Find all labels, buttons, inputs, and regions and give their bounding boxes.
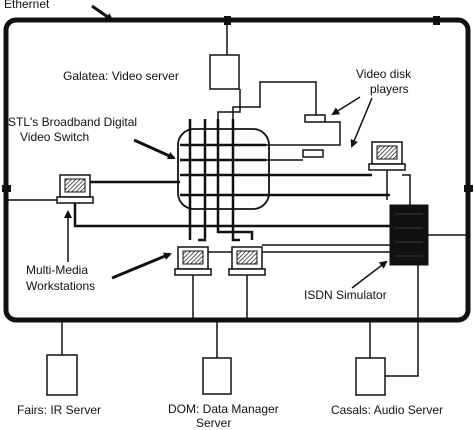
audio-isdn-link [385, 265, 419, 377]
video-disk-player-2 [302, 149, 324, 158]
isdn-simulator-label: ISDN Simulator [304, 288, 387, 302]
disk-player-arrow-1 [331, 96, 361, 116]
video-server-label: Galatea: Video server [63, 69, 179, 83]
video-disk-player-1 [304, 114, 326, 123]
ir-server-box [46, 354, 78, 396]
workstation-left [56, 174, 94, 204]
audio-server-box [355, 357, 386, 396]
workstation-right [368, 141, 406, 171]
ethernet-label: Ethernet [4, 0, 50, 11]
video-switch-box [177, 128, 270, 210]
disk-player-arrow-2 [350, 97, 373, 148]
video-links [73, 81, 411, 253]
video-disk-players-label-2: players [370, 82, 409, 96]
video-server-box [209, 54, 240, 90]
video-switch-arrow [133, 138, 176, 160]
workstations-arrow-center [111, 252, 172, 280]
video-switch-label-2: Video Switch [20, 130, 89, 144]
isdn-simulator-box [389, 204, 429, 266]
data-manager-server-label: DOM: Data Manager [168, 402, 279, 416]
workstations-label-2: Workstations [26, 279, 95, 293]
audio-server-label: Casals: Audio Server [331, 403, 443, 417]
data-manager-server-label-2: Server [196, 416, 231, 430]
video-switch-label: STL's Broadband Digital [8, 115, 137, 129]
ethernet-ring [3, 17, 471, 323]
workstation-center-2 [228, 246, 266, 276]
video-disk-players-label: Video disk [356, 67, 412, 81]
ir-server-label: Fairs: IR Server [17, 403, 101, 417]
data-manager-server-box [202, 357, 232, 395]
isdn-simulator-texture [395, 213, 423, 257]
isdn-simulator-arrow [351, 260, 388, 289]
workstation-center-1 [174, 246, 212, 276]
ethernet-arrow [91, 4, 114, 22]
workstation-uplinks [6, 170, 388, 320]
workstations-label: Multi-Media [26, 263, 88, 277]
